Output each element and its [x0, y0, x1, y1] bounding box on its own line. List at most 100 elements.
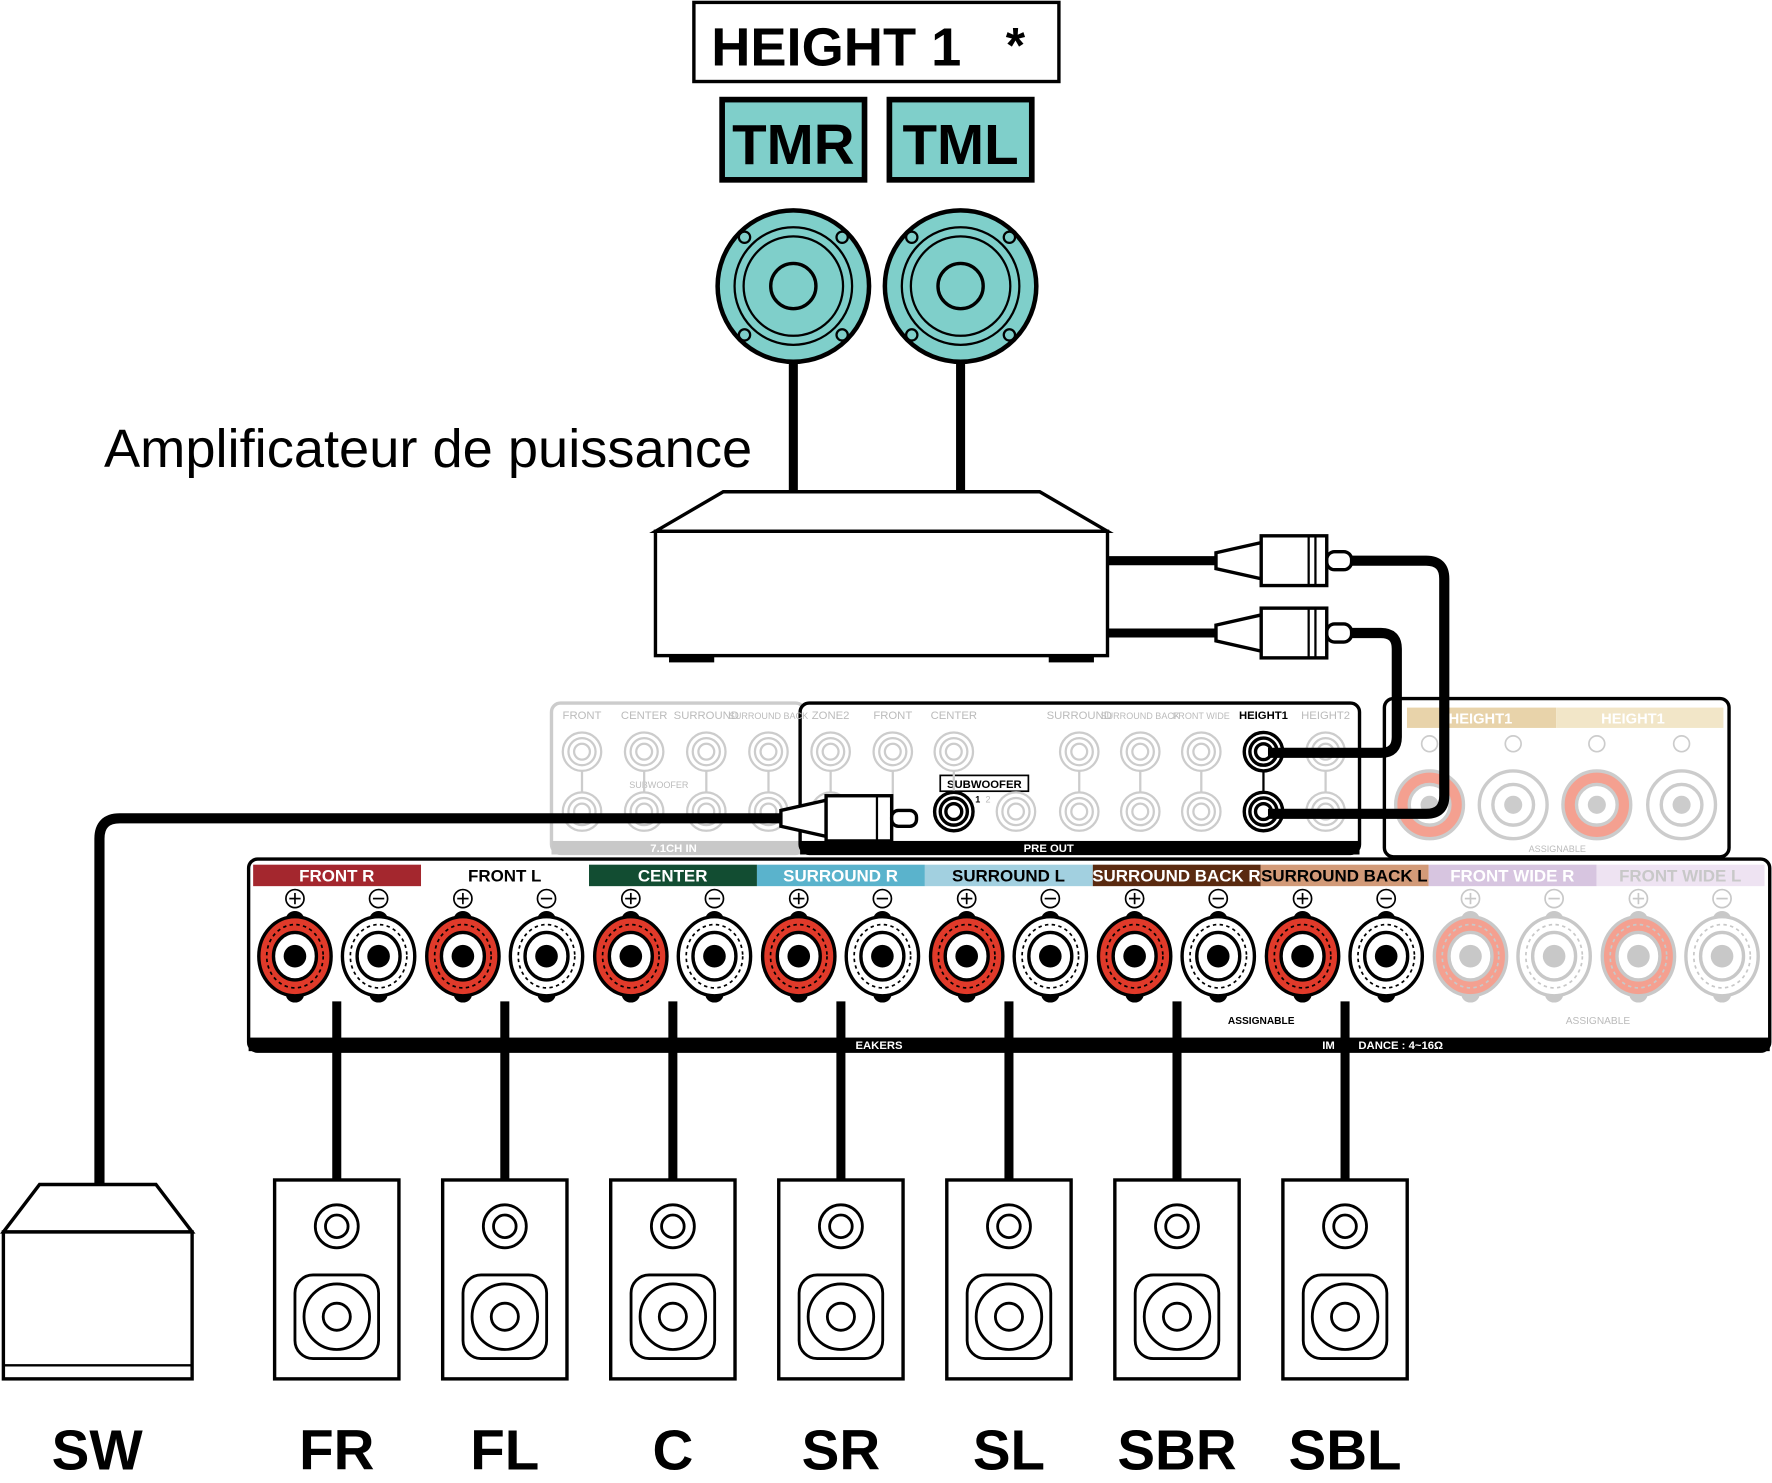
- pre-out-jack: [1119, 731, 1161, 773]
- speaker-label-sr: SR: [802, 1418, 881, 1481]
- terminal-label: CENTER: [638, 867, 708, 886]
- svg-text:ASSIGNABLE: ASSIGNABLE: [1228, 1016, 1295, 1027]
- negative-terminal: [1348, 911, 1425, 1003]
- pre-out-jack: [872, 731, 914, 773]
- minus-icon: [1376, 888, 1397, 909]
- height1-asterisk: *: [1006, 17, 1026, 73]
- pre-in-jack: [623, 731, 665, 773]
- plus-icon: [1124, 888, 1145, 909]
- plus-icon: [1588, 735, 1606, 753]
- svg-text:ASSIGNABLE: ASSIGNABLE: [1529, 844, 1586, 854]
- height1-title: HEIGHT 1: [711, 18, 961, 78]
- positive-terminal: [425, 911, 501, 1003]
- negative-terminal: [1180, 911, 1257, 1003]
- svg-text:TML: TML: [903, 113, 1019, 176]
- negative-terminal: [844, 911, 921, 1003]
- pre-in-jack: [623, 791, 665, 832]
- speaker-fr: [272, 1178, 401, 1381]
- positive-terminal: [592, 911, 669, 1003]
- subwoofer-rca-plug: [779, 794, 919, 843]
- pre-in-label: SURROUND: [674, 710, 739, 722]
- speaker-c: [609, 1178, 737, 1381]
- amplifier-label: Amplificateur de puissance: [104, 419, 752, 479]
- negative-terminal: [508, 911, 585, 1003]
- right-panel: HEIGHT1 HEIGHT1 ASSIGNABLE: [1382, 696, 1731, 859]
- subwoofer-out-jack-1: [932, 790, 975, 833]
- plus-icon: [956, 888, 977, 909]
- pre-in-panel: 7.1CH IN SUBWOOFER: [549, 701, 807, 855]
- pre-out-label: SURROUND: [1047, 710, 1112, 722]
- rca-cable-height1-r: [1267, 555, 1450, 819]
- rca-plug: [1214, 606, 1354, 660]
- plus-icon: [1292, 888, 1313, 909]
- speaker-label-sbl: SBL: [1289, 1418, 1402, 1481]
- terminal-label: SURROUND BACK L: [1261, 867, 1428, 886]
- speaker-label-fr: FR: [299, 1418, 374, 1481]
- pre-out-jack: [1180, 791, 1222, 832]
- speaker-sbl: [1281, 1178, 1409, 1381]
- pre-out-jack: [933, 731, 975, 773]
- svg-text:IM: IM: [1322, 1040, 1335, 1052]
- subwoofer-out-jack-2: [995, 791, 1037, 832]
- minus-icon: [368, 888, 389, 909]
- positive-terminal: [760, 911, 837, 1003]
- svg-text:HEIGHT1: HEIGHT1: [1601, 711, 1665, 727]
- minus-icon: [1712, 888, 1732, 909]
- minus-icon: [536, 888, 557, 909]
- terminal-group-front-wide-r: FRONT WIDE R: [1428, 864, 1597, 1003]
- positive-terminal: [257, 911, 333, 1003]
- pre-out-label: ZONE2: [812, 710, 850, 722]
- height1-box: [692, 0, 1061, 84]
- height-speaker-tml: [882, 208, 1039, 493]
- terminal-group-front-l: FRONT L: [421, 864, 590, 1003]
- negative-terminal: [1684, 911, 1760, 1003]
- minus-icon: [1504, 735, 1522, 753]
- speaker-label-c: C: [652, 1418, 693, 1481]
- pre-out-jack: [1058, 791, 1100, 832]
- pre-out-jack: [1119, 791, 1161, 832]
- pre-in-jack: [748, 731, 789, 773]
- negative-terminal: [676, 911, 753, 1003]
- minus-icon: [1208, 888, 1229, 909]
- power-amplifier: [649, 490, 1114, 663]
- terminal-group-surround-back-r: SURROUND BACK R: [1092, 864, 1261, 1003]
- height-speaker-tmr: [715, 208, 872, 493]
- plus-icon: [285, 888, 305, 909]
- svg-text:HEIGHT1: HEIGHT1: [1449, 711, 1513, 727]
- positive-terminal: [1096, 911, 1173, 1003]
- svg-text:7.1CH IN: 7.1CH IN: [650, 843, 696, 855]
- svg-text:1: 1: [975, 795, 980, 805]
- terminal-group-front-wide-l: FRONT WIDE L: [1596, 864, 1765, 1003]
- minus-icon: [1544, 888, 1565, 909]
- terminal-label: SURROUND R: [783, 867, 898, 886]
- plus-icon: [1628, 888, 1649, 909]
- pre-in-jack: [685, 791, 727, 832]
- speaker-label-sbr: SBR: [1117, 1418, 1236, 1481]
- pre-out-label: FRONT WIDE: [1173, 711, 1230, 721]
- minus-icon: [704, 888, 725, 909]
- pre-in-label: CENTER: [621, 710, 667, 722]
- pre-out-jack: [1180, 731, 1222, 773]
- minus-icon: [1040, 888, 1061, 909]
- negative-terminal: [340, 911, 417, 1003]
- plus-icon: [1420, 735, 1439, 753]
- terminal-label: FRONT L: [468, 867, 541, 886]
- positive-terminal: [1432, 911, 1509, 1003]
- negative-terminal: [1012, 911, 1089, 1003]
- terminal-group-front-r: FRONT R: [253, 864, 422, 1003]
- minus-icon: [872, 888, 893, 909]
- svg-text:TMR: TMR: [732, 113, 854, 176]
- tml-label: TML: [886, 96, 1035, 183]
- pre-out-label: SURROUND BACK: [1101, 711, 1180, 721]
- positive-terminal: [1264, 911, 1341, 1003]
- svg-text:DANCE : 4~16Ω: DANCE : 4~16Ω: [1358, 1040, 1443, 1052]
- pre-in-jack: [685, 731, 727, 773]
- svg-text:SUBWOOFER: SUBWOOFER: [947, 779, 1022, 791]
- pre-out-label: CENTER: [931, 710, 977, 722]
- pre-in-label: SURROUND BACK: [729, 711, 808, 721]
- rca-cable-height1-l: [1267, 627, 1402, 758]
- terminal-label: SURROUND BACK R: [1092, 867, 1260, 886]
- pre-out-jack: [1058, 731, 1100, 773]
- minus-icon: [1672, 735, 1691, 753]
